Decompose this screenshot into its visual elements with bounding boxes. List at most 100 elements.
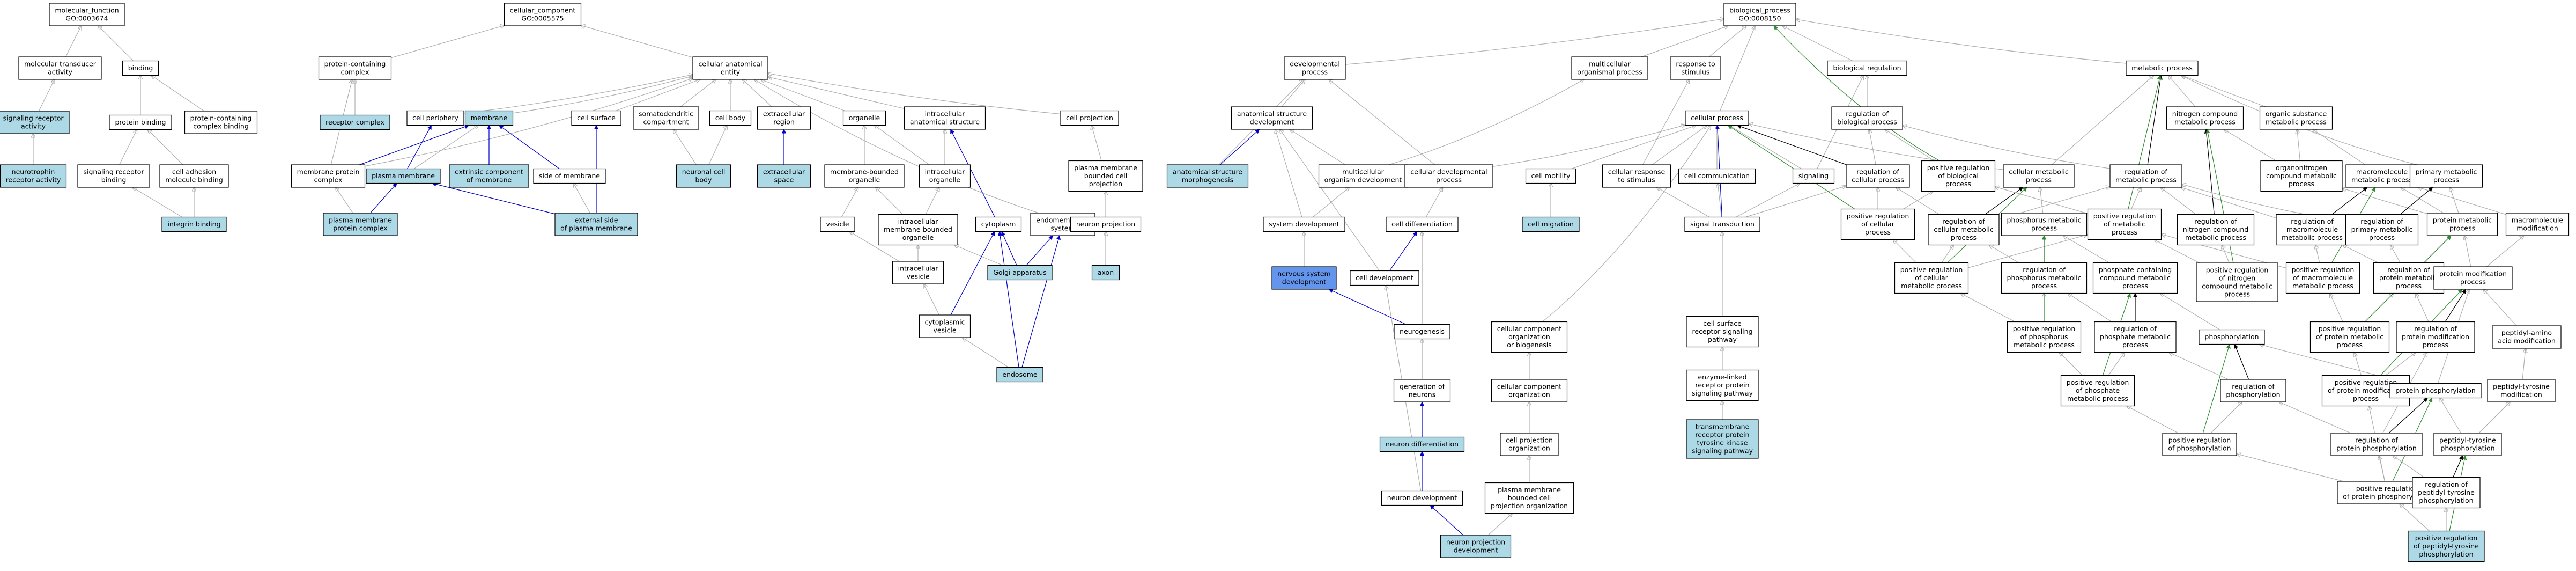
go-term-node-neurogen[interactable]: neurogenesis xyxy=(1394,324,1450,340)
go-term-node-som[interactable]: side of membrane xyxy=(533,168,606,184)
go-term-node-rptp[interactable]: regulation ofpeptidyl-tyrosinephosphoryl… xyxy=(2412,477,2481,509)
go-term-node-vesicle[interactable]: vesicle xyxy=(820,216,855,232)
go-term-node-metproc[interactable]: metabolic process xyxy=(2126,60,2199,76)
go-term-node-pm[interactable]: plasma membrane xyxy=(366,168,441,184)
go-term-node-neuproj[interactable]: neuron projection xyxy=(1070,216,1142,232)
go-term-node-golgi[interactable]: Golgi apparatus xyxy=(987,265,1053,281)
go-term-node-organelle[interactable]: organelle xyxy=(842,110,886,126)
go-term-node-reccomp[interactable]: receptor complex xyxy=(320,114,390,130)
go-term-node-axon[interactable]: axon xyxy=(1091,265,1120,281)
go-term-node-sigtrans[interactable]: signal transduction xyxy=(1684,216,1760,232)
go-term-node-signaling[interactable]: signaling xyxy=(1792,168,1835,184)
go-term-node-cellcomm[interactable]: cell communication xyxy=(1678,168,1756,184)
go-term-node-cellbody[interactable]: cell body xyxy=(709,110,752,126)
go-term-node-cellproc[interactable]: cellular process xyxy=(1685,110,1749,126)
go-term-node-cellmig[interactable]: cell migration xyxy=(1522,216,1580,232)
go-term-node-cellsurf[interactable]: cell surface xyxy=(571,110,621,126)
go-term-node-neurdev[interactable]: neuron development xyxy=(1381,490,1463,506)
go-term-node-protphos[interactable]: protein phosphorylation xyxy=(2389,383,2482,399)
go-term-node-cellproj[interactable]: cell projection xyxy=(1060,110,1119,126)
go-term-node-binding[interactable]: binding xyxy=(122,60,159,76)
go-term-node-bioreg[interactable]: biological regulation xyxy=(1827,60,1907,76)
go-term-node-cytoplasm[interactable]: cytoplasm xyxy=(975,216,1022,232)
go-term-node-celldiff[interactable]: cell differentiation xyxy=(1386,216,1459,232)
go-term-node-intbind[interactable]: integrin binding xyxy=(161,216,227,232)
go-term-node-cellmot[interactable]: cell motility xyxy=(1525,168,1576,184)
